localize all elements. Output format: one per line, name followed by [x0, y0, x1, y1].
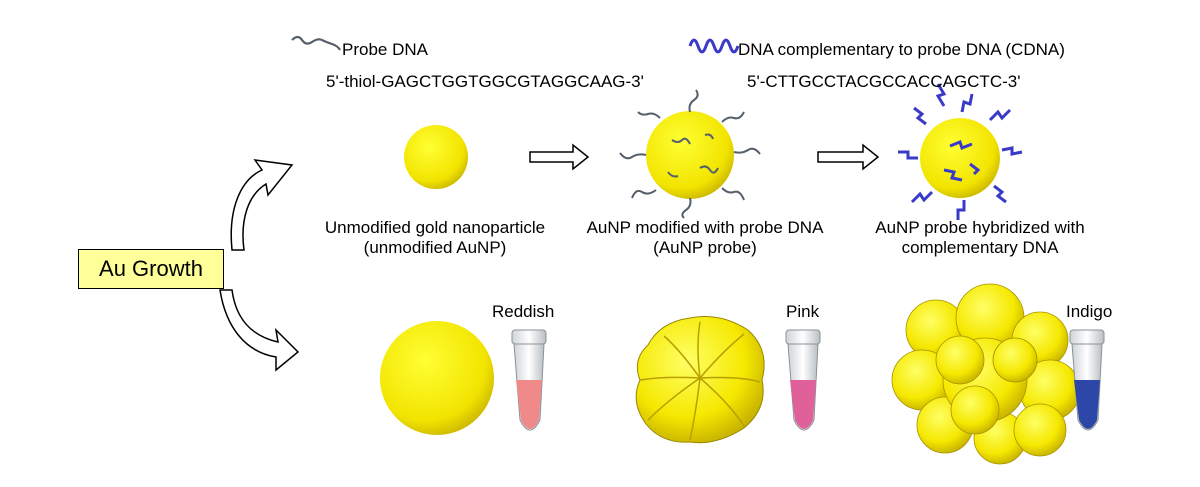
- stage-2-caption: AuNP modified with probe DNA (AuNP probe…: [570, 218, 840, 258]
- grown-particle-ridged: [636, 317, 764, 443]
- unmodified-aunp: [404, 125, 468, 189]
- process-arrow-1: [530, 145, 588, 169]
- stage-2-line2: (AuNP probe): [570, 238, 840, 258]
- tube-pink: [786, 330, 820, 430]
- tube-indigo: [1070, 330, 1104, 430]
- grown-particle-aggregate: [892, 284, 1080, 464]
- cdna-label: DNA complementary to probe DNA (CDNA): [738, 40, 1065, 60]
- result-label-indigo: Indigo: [1066, 302, 1112, 322]
- stage-3-caption: AuNP probe hybridized with complementary…: [845, 218, 1115, 258]
- result-label-pink: Pink: [786, 302, 819, 322]
- stage-1-line1: Unmodified gold nanoparticle: [300, 218, 570, 238]
- process-arrow-2: [818, 145, 878, 169]
- probe-dna-legend-strand: [292, 37, 340, 50]
- aunp-probe: [620, 90, 760, 218]
- au-growth-label: Au Growth: [78, 249, 224, 289]
- stage-2-line1: AuNP modified with probe DNA: [570, 218, 840, 238]
- stage-1-caption: Unmodified gold nanoparticle (unmodified…: [300, 218, 570, 258]
- grown-particle-smooth: [380, 321, 494, 435]
- au-growth-arrow: [220, 160, 298, 370]
- probe-sequence: 5'-thiol-GAGCTGGTGGCGTAGGCAAG-3': [326, 72, 644, 92]
- cdna-legend-strand: [690, 40, 738, 52]
- probe-dna-label: Probe DNA: [342, 40, 428, 60]
- stage-3-line1: AuNP probe hybridized with: [845, 218, 1115, 238]
- result-label-reddish: Reddish: [492, 302, 554, 322]
- stage-1-line2: (unmodified AuNP): [300, 238, 570, 258]
- tube-reddish: [512, 330, 546, 430]
- aunp-probe-hybridized: [898, 84, 1022, 220]
- cdna-sequence: 5'-CTTGCCTACGCCACCAGCTC-3': [747, 72, 1020, 92]
- stage-3-line2: complementary DNA: [845, 238, 1115, 258]
